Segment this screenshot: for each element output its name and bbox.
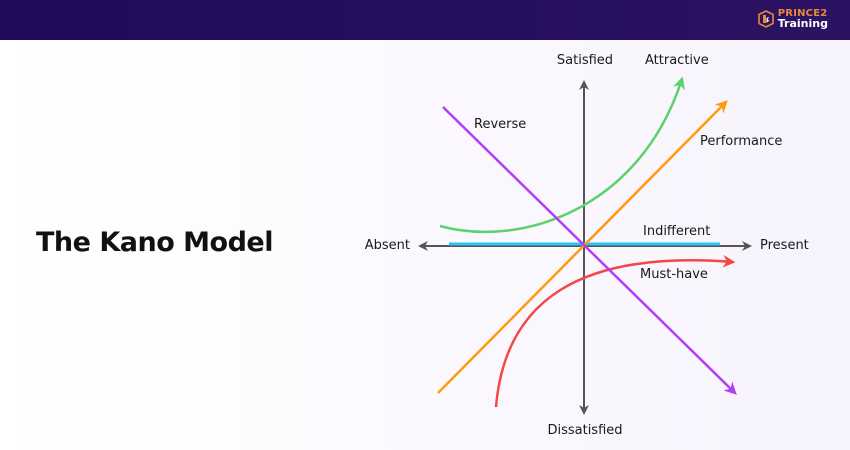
shield-logo-icon	[757, 10, 774, 28]
attractive-curve	[439, 76, 685, 234]
axis-label-dissatisfied: Dissatisfied	[547, 423, 622, 438]
prince2-logo[interactable]: PRINCE2 Training	[757, 8, 828, 30]
header-bar: PRINCE2 Training	[0, 0, 850, 40]
performance-line	[437, 100, 728, 394]
label-performance: Performance	[700, 134, 782, 149]
logo-line1: PRINCE2	[777, 8, 828, 19]
axis-label-absent: Absent	[365, 238, 410, 253]
logo-line2: Training	[777, 17, 828, 30]
label-attractive: Attractive	[645, 53, 709, 68]
reverse-line	[442, 106, 737, 395]
label-indifferent: Indifferent	[643, 224, 710, 239]
page-title: The Kano Model	[36, 227, 273, 258]
label-reverse: Reverse	[474, 117, 526, 132]
axis-label-satisfied: Satisfied	[557, 53, 613, 68]
label-must-have: Must-have	[640, 267, 708, 282]
must-have-curve	[494, 254, 736, 408]
axis-label-present: Present	[760, 238, 809, 253]
